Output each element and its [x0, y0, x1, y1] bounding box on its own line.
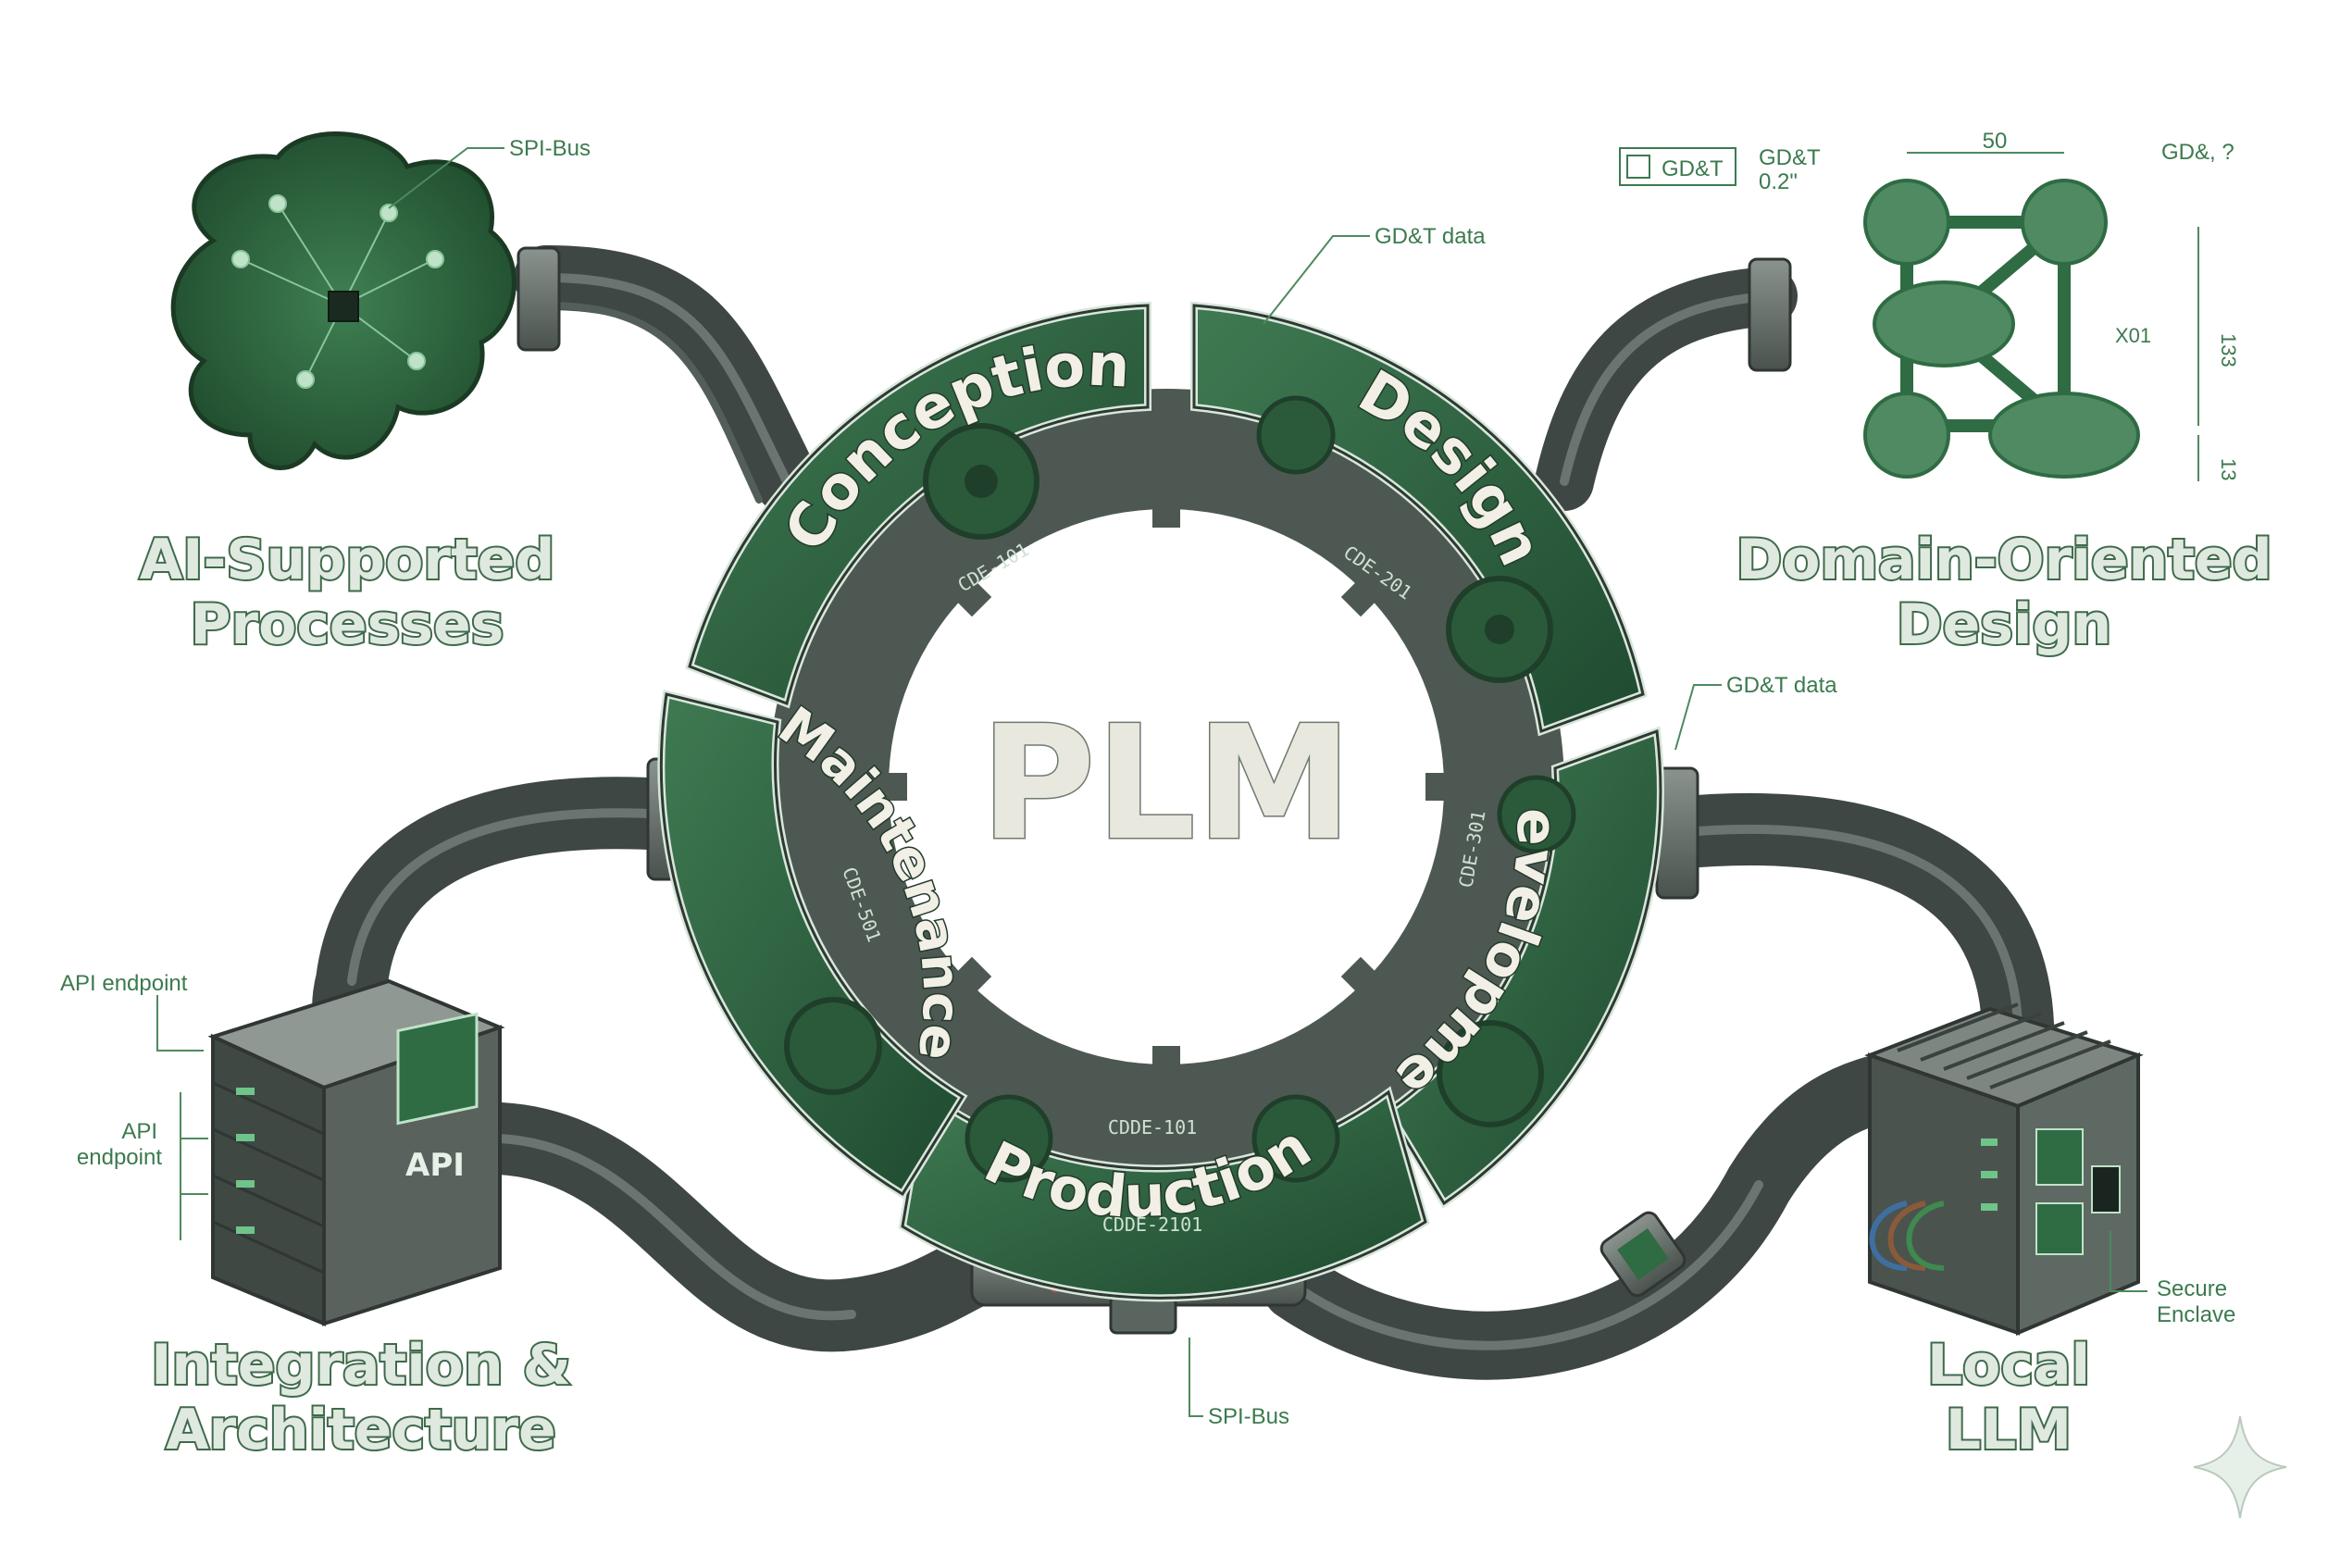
annotation-dim-50: 50 [1983, 129, 2008, 154]
segment-tag-production: CDDE-101 [1108, 1116, 1197, 1139]
gear-icon [1437, 1020, 1544, 1127]
center-title: PLM [980, 692, 1352, 876]
annotation-gdt-spec-1: GD&T [1759, 145, 1821, 170]
annotation-gdt-q: GD&, ? [2161, 140, 2234, 165]
annotation-dim-133: 133 [2217, 333, 2240, 367]
annotation-gdt-box: GD&T [1662, 156, 1724, 181]
annotation-leader-api-1 [156, 995, 204, 1052]
server-leds [236, 1088, 255, 1234]
flatness-icon [1626, 155, 1650, 179]
cable-llm-upper [1639, 766, 2055, 1091]
annotation-api-endpoint-2b: endpoint [77, 1145, 162, 1170]
inner-gear-teeth [879, 500, 1453, 1074]
annotation-spi-top: SPI-Bus [509, 136, 591, 161]
annotation-dim-x01: X01 [2115, 324, 2151, 347]
annotation-leader-gdt-1 [1263, 235, 1370, 325]
module-design[interactable]: GD&T GD&T 0.2" GD&, ? 50 X01 133 13 Doma… [1619, 129, 2274, 659]
annotation-secure-2: Enclave [2157, 1302, 2235, 1327]
connector-design [1748, 257, 1792, 372]
fingerprint-icon [2035, 1202, 2084, 1255]
gear-icon [1497, 775, 1576, 854]
llm-plug-wires [1869, 1201, 1945, 1271]
annotation-gdt-data-1: GD&T data [1375, 224, 1486, 249]
sparkle-icon [2193, 1415, 2287, 1519]
module-ai[interactable]: AI-Supported Processes [138, 131, 556, 659]
caption-integration-line2: Architecture [166, 1398, 556, 1462]
api-chip-label: API [405, 1147, 465, 1184]
annotation-leader-spi-top [388, 147, 504, 209]
caption-ai-line1: AI-Supported [140, 528, 555, 592]
enclave-slot [2091, 1165, 2121, 1213]
api-chip [396, 1012, 479, 1126]
caption-integration-line1: Integration & [151, 1333, 571, 1398]
annotation-gdt-data-2: GD&T data [1726, 673, 1837, 698]
cable-integration-lower [464, 1102, 1017, 1352]
module-llm[interactable]: Local LLM [1864, 1002, 2144, 1464]
gdt-drawing [1863, 152, 2199, 481]
caption-design-line2: Design [1897, 592, 2111, 657]
module-integration[interactable]: API Integration & Architecture [149, 978, 573, 1464]
cable-ai [514, 245, 819, 514]
lock-icon [2035, 1128, 2084, 1186]
cable-llm-lower [1262, 1049, 1941, 1380]
gear-icon [1256, 395, 1336, 475]
gear-icon [784, 997, 882, 1095]
annotation-leader-secure [2110, 1231, 2147, 1292]
segment-tag-production-2: CDDE-2101 [1102, 1213, 1202, 1236]
annotation-gdt-spec-2: 0.2" [1759, 169, 1798, 194]
brain-nodes [231, 194, 444, 389]
annotation-dim-13: 13 [2217, 458, 2240, 480]
annotation-secure-1: Secure [2157, 1276, 2227, 1301]
annotation-api-endpoint-1: API endpoint [60, 971, 188, 996]
annotation-leader-spi-bottom [1189, 1338, 1203, 1417]
gdt-frame-box [1619, 147, 1736, 186]
annotation-api-endpoint-2a: API [121, 1119, 157, 1144]
caption-llm-line2: LLM [1946, 1398, 2072, 1462]
heat-sink-fins [1897, 1002, 2111, 1089]
caption-llm-line1: Local [1927, 1333, 2090, 1398]
connector-ai [517, 246, 561, 352]
llm-leds [1981, 1139, 1998, 1211]
caption-design-line1: Domain-Oriented [1736, 528, 2272, 592]
chip-icon [328, 291, 359, 322]
server-rack-lines [212, 1081, 325, 1275]
gear-icon [1251, 1094, 1340, 1183]
llm-box-side [2016, 1052, 2140, 1337]
ring-center-hole [889, 509, 1444, 1064]
annotation-spi-bottom: SPI-Bus [1208, 1404, 1289, 1429]
annotation-leader-gdt-2 [1674, 684, 1722, 751]
caption-ai-line2: Processes [191, 592, 504, 657]
cable-design [1535, 257, 1798, 511]
server-side [211, 1033, 326, 1326]
llm-box-front [1868, 1052, 2020, 1336]
gear-icon [965, 1094, 1053, 1183]
segment-production[interactable]: Production CDDE-101 CDDE-2101 [898, 1085, 1430, 1302]
